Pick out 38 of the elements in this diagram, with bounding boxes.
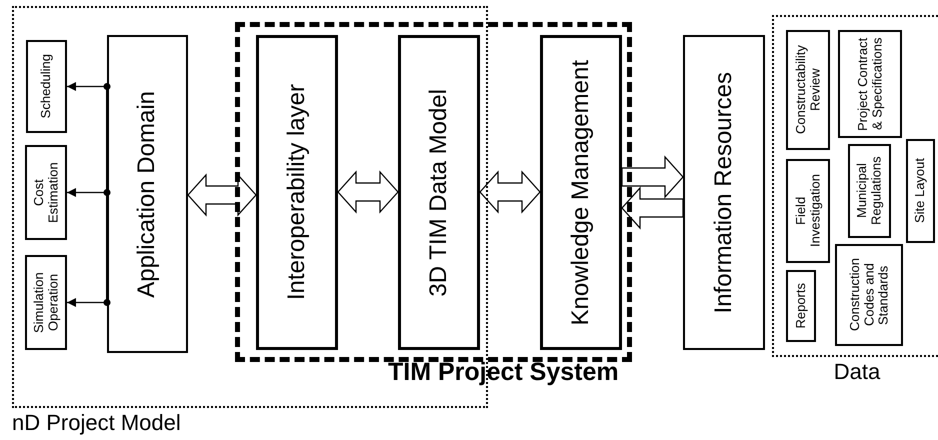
process-box: [256, 35, 338, 350]
block-arrow: [621, 186, 684, 230]
block-arrow: [621, 155, 684, 199]
group-title: nD Project Model: [12, 412, 181, 434]
box-label: Constructability Review: [794, 44, 822, 136]
block-arrow: [479, 170, 541, 214]
process-box: [26, 40, 67, 133]
box-label: Information Resources: [710, 72, 738, 314]
process-box: [107, 35, 188, 353]
group-title: Data: [834, 361, 880, 383]
process-box: [848, 144, 891, 238]
box-label: Project Contract & Specifications: [856, 36, 884, 133]
box-label: Simulation Operation: [32, 271, 60, 335]
block-arrow: [187, 173, 257, 217]
box-label: Knowledge Management: [568, 60, 594, 326]
box-label: Field Investigation: [794, 174, 822, 250]
block-arrow: [337, 170, 399, 214]
process-box: [786, 30, 830, 150]
process-box: [25, 255, 67, 350]
process-box: [906, 139, 935, 243]
box-label: Municipal Regulations: [855, 156, 884, 228]
process-box: [835, 244, 903, 346]
process-box: [398, 35, 480, 350]
process-box: [540, 35, 622, 350]
group-title: TIM Project System: [388, 360, 619, 385]
process-box: [25, 145, 67, 240]
process-box: [683, 35, 765, 350]
box-label: Application Domain: [134, 90, 161, 298]
box-label: Site Layout: [913, 158, 928, 224]
box-label: Construction Codes and Standards: [848, 258, 890, 334]
box-label: Interoperability layer: [284, 84, 310, 301]
process-box: [786, 270, 816, 342]
box-label: Reports: [794, 283, 808, 329]
box-label: Scheduling: [39, 54, 54, 119]
process-box: [786, 159, 830, 263]
box-label: Cost Estimation: [32, 161, 60, 225]
box-label: 3D TIM Data Model: [426, 88, 452, 296]
process-box: [838, 30, 902, 138]
